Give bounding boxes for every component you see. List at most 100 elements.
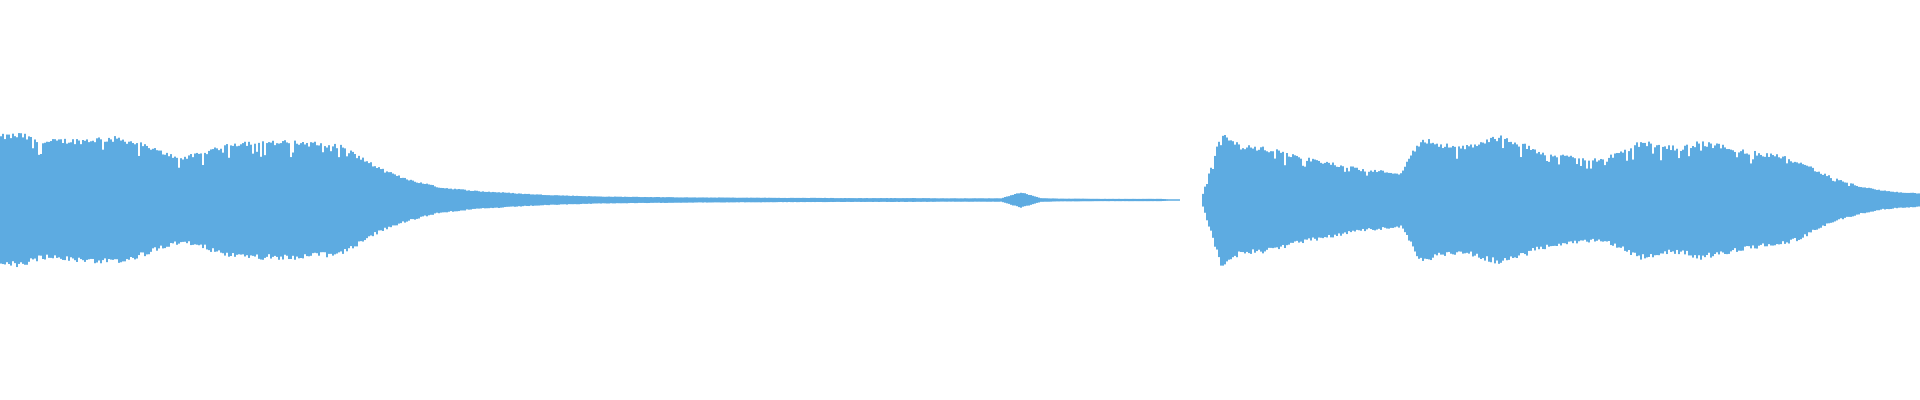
waveform-sample [616,196,618,204]
waveform-sample [1546,160,1548,245]
waveform-sample [252,153,254,256]
waveform-sample [516,193,518,207]
waveform-sample [336,148,338,254]
waveform-sample [734,197,736,203]
waveform-sample [1850,183,1852,217]
waveform-sample [278,143,280,260]
waveform-sample [1822,174,1824,226]
waveform-sample [1250,147,1252,254]
waveform-sample [50,141,52,258]
waveform-sample [1120,198,1122,202]
waveform-sample [736,197,738,203]
waveform-sample [1426,143,1428,260]
waveform-sample [1494,138,1496,264]
waveform-sample [1778,157,1780,245]
waveform-sample [738,197,740,203]
waveform-sample [564,195,566,205]
waveform-sample [154,148,156,248]
waveform-sample [584,196,586,204]
waveform-sample [1066,198,1068,202]
waveform-sample [472,190,474,209]
waveform-sample [1848,186,1850,217]
waveform-sample [338,157,340,253]
waveform-sample [152,148,154,249]
waveform-sample [634,196,636,204]
waveform-sample [1340,165,1342,236]
waveform-sample [1794,161,1796,238]
waveform-sample [1660,160,1662,254]
waveform-sample [428,184,430,216]
waveform-sample [684,197,686,203]
waveform-sample [274,145,276,256]
waveform-sample [1000,198,1002,202]
waveform-sample [926,198,928,202]
waveform-sample [290,157,292,259]
waveform-sample [1630,148,1632,255]
waveform-sample [1532,149,1534,249]
waveform-sample [498,192,500,209]
waveform-sample [1462,145,1464,254]
waveform-sample [248,141,250,258]
waveform-sample [1360,171,1362,231]
waveform-sample [802,197,804,203]
waveform-sample [810,197,812,203]
waveform-sample [362,157,364,242]
waveform-sample [1732,150,1734,251]
waveform-sample [1226,137,1228,262]
waveform-sample [520,193,522,207]
waveform-sample [1114,198,1116,202]
waveform-sample [540,194,542,206]
waveform-sample [2,133,4,265]
waveform-sample [1396,173,1398,227]
waveform-sample [1674,150,1676,254]
waveform-sample [1736,157,1738,252]
waveform-sample [1620,151,1622,248]
waveform-sample [970,198,972,202]
waveform-sample [324,146,326,253]
waveform-sample [0,136,2,264]
waveform-sample [1812,167,1814,230]
waveform-sample [556,195,558,205]
waveform-sample [1356,167,1358,230]
waveform-sample [1646,146,1648,258]
waveform-sample [1008,196,1010,204]
waveform-sample [826,198,828,203]
waveform-sample [814,197,816,203]
waveform-sample [1692,146,1694,258]
waveform-sample [1666,148,1668,255]
waveform-sample [882,198,884,202]
waveform-sample [354,153,356,247]
waveform-sample [1522,143,1524,254]
waveform-sample [1820,173,1822,228]
waveform-sample [1840,180,1842,219]
waveform-sample [554,195,556,205]
waveform-sample [1202,193,1204,207]
waveform-sample [488,191,490,209]
waveform-sample [1914,193,1916,208]
waveform-sample [1298,157,1300,243]
waveform-sample [1614,153,1616,244]
waveform-sample [476,190,478,209]
waveform-sample [1862,187,1864,214]
waveform-sample [378,167,380,231]
waveform-sample [1834,181,1836,222]
waveform-sample [1594,158,1596,242]
waveform-sample [664,197,666,203]
waveform-sample [686,197,688,203]
waveform-sample [1470,144,1472,252]
waveform-sample [112,141,114,260]
waveform-sample [186,158,188,244]
waveform-sample [124,141,126,262]
waveform-sample [1766,153,1768,247]
waveform-sample [894,198,896,202]
waveform-sample [760,197,762,203]
waveform-sample [1496,141,1498,261]
waveform-sample [1232,141,1234,258]
waveform-sample [1222,135,1224,266]
waveform-sample [1694,147,1696,256]
waveform-sample [1668,145,1670,250]
waveform-sample [1456,158,1458,253]
waveform-sample [232,145,234,254]
waveform-sample [306,142,308,257]
waveform-sample [438,187,440,214]
